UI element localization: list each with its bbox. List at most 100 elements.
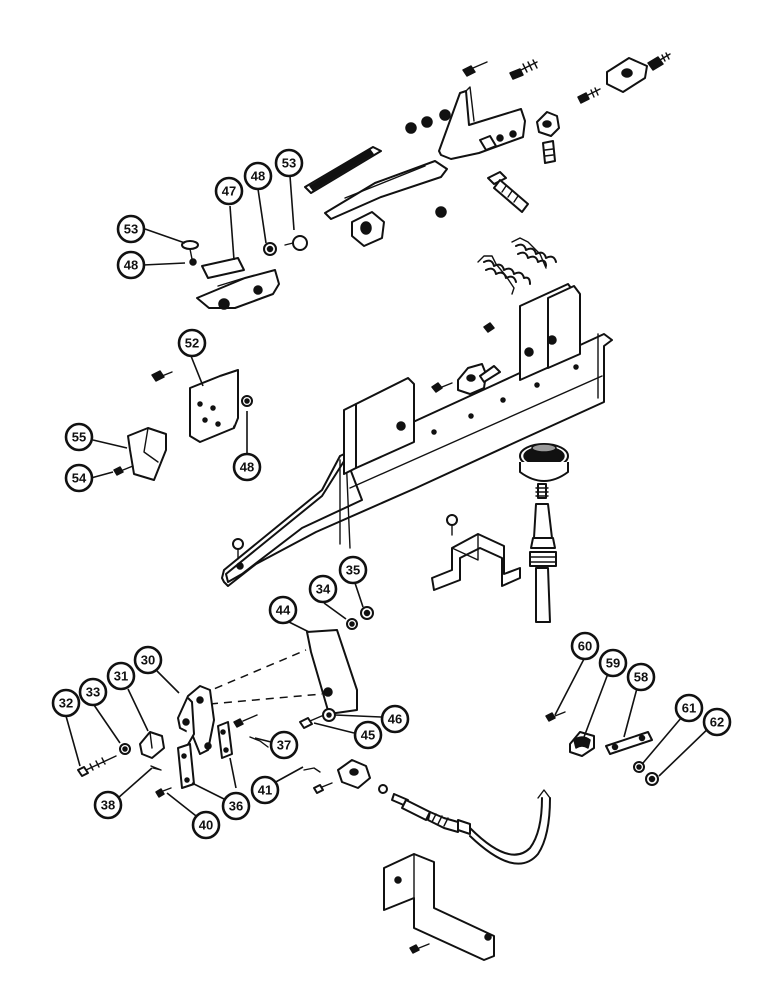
- callout-34: 34: [308, 574, 338, 604]
- washer-33: [119, 743, 131, 755]
- stop-bolt-right: [284, 235, 308, 251]
- bushing: [351, 211, 385, 247]
- callout-62-label: 62: [710, 715, 724, 730]
- callout-41: 41: [250, 775, 280, 805]
- callout-53: 53: [116, 214, 146, 244]
- callout-62: 62: [702, 707, 732, 737]
- callout-58-label: 58: [634, 670, 648, 685]
- callout-59: 59: [598, 648, 628, 678]
- saddle-bracket: [431, 533, 521, 591]
- washer-61: [633, 761, 645, 773]
- rod-end-eye: [606, 57, 648, 93]
- screw-54: [113, 465, 134, 476]
- rod-end-joint: [536, 111, 560, 164]
- clutch-lever: [438, 86, 526, 160]
- nut-48-top: [263, 242, 277, 256]
- return-springs: [477, 237, 557, 295]
- callout-38-label: 38: [101, 798, 115, 813]
- link-36b: [217, 721, 233, 759]
- callout-44-label: 44: [276, 603, 291, 618]
- bolt-top-4: [577, 87, 601, 104]
- callout-34-label: 34: [316, 582, 331, 597]
- nut-62: [645, 772, 659, 786]
- top-bolt-group: [405, 52, 671, 218]
- bolt-52: [151, 370, 173, 382]
- bolt-top-3: [647, 52, 671, 71]
- callout-48: 48: [116, 250, 146, 280]
- callout-48: 48: [232, 452, 262, 482]
- callout-46: 46: [380, 704, 410, 734]
- callout-55-label: 55: [72, 430, 86, 445]
- bolt-bottom: [409, 943, 430, 954]
- callout-61-label: 61: [682, 701, 696, 716]
- leader-lines: [65, 175, 716, 824]
- callout-41-label: 41: [258, 783, 272, 798]
- callout-31-label: 31: [114, 669, 128, 684]
- nut-48-side: [241, 395, 253, 407]
- callout-60-label: 60: [578, 639, 592, 654]
- callout-32: 32: [51, 688, 81, 718]
- callout-47-label: 47: [222, 184, 236, 199]
- bolt-top-2: [509, 59, 538, 80]
- stop-bolt-left: [181, 240, 199, 266]
- cable-mount-bracket: [383, 853, 495, 961]
- callout-47: 47: [214, 176, 244, 206]
- callout-53: 53: [274, 148, 304, 178]
- callout-60: 60: [570, 631, 600, 661]
- callout-45-label: 45: [361, 728, 375, 743]
- callout-48-label: 48: [251, 169, 265, 184]
- callout-30-label: 30: [141, 653, 155, 668]
- clevis: [337, 759, 371, 789]
- grommet: [519, 443, 569, 482]
- callout-33: 33: [78, 677, 108, 707]
- bolt-37: [233, 714, 258, 728]
- callout-33-label: 33: [86, 685, 100, 700]
- bolt-saddle: [446, 514, 458, 536]
- callout-31: 31: [106, 661, 136, 691]
- callout-48-label: 48: [240, 460, 254, 475]
- callout-61: 61: [674, 693, 704, 723]
- bolt-top-1: [462, 61, 488, 77]
- callout-40: 40: [191, 810, 221, 840]
- callout-40-label: 40: [199, 818, 213, 833]
- callout-54-label: 54: [72, 471, 87, 486]
- callout-59-label: 59: [606, 656, 620, 671]
- cotter-38: [150, 765, 162, 771]
- cable-lower: [378, 784, 551, 865]
- bolt-32: [77, 755, 117, 777]
- cotter-41: [303, 767, 321, 773]
- pin-31: [139, 731, 165, 759]
- callout-30: 30: [133, 645, 163, 675]
- nut-35: [360, 606, 374, 620]
- callout-37: 37: [269, 730, 299, 760]
- callout-32-label: 32: [59, 696, 73, 711]
- callout-52-label: 52: [185, 336, 199, 351]
- washer-46: [322, 708, 336, 722]
- washer-34: [346, 618, 358, 630]
- screw-40: [155, 787, 172, 798]
- spacer-nut: [487, 171, 529, 213]
- callout-48-label: 48: [124, 258, 138, 273]
- callout-36: 36: [221, 791, 251, 821]
- callout-58: 58: [626, 662, 656, 692]
- callout-37-label: 37: [277, 738, 291, 753]
- callout-53-label: 53: [282, 156, 296, 171]
- callout-55: 55: [64, 422, 94, 452]
- brake-pedal: [304, 146, 448, 220]
- cable-upper: [529, 483, 557, 623]
- callout-52: 52: [177, 328, 207, 358]
- callout-54: 54: [64, 463, 94, 493]
- plate-44: [306, 629, 358, 715]
- callout-35: 35: [338, 555, 368, 585]
- screw-60: [545, 711, 566, 722]
- bracket-55: [127, 427, 167, 481]
- main-frame: [221, 283, 613, 587]
- nuts-row: [405, 109, 451, 218]
- bolt-41: [313, 782, 333, 794]
- bellcrank-30: [177, 685, 215, 755]
- pedal-stop-bracket: [196, 257, 280, 310]
- callout-53-label: 53: [124, 222, 138, 237]
- clip-59: [569, 731, 595, 757]
- strap-58: [605, 731, 653, 755]
